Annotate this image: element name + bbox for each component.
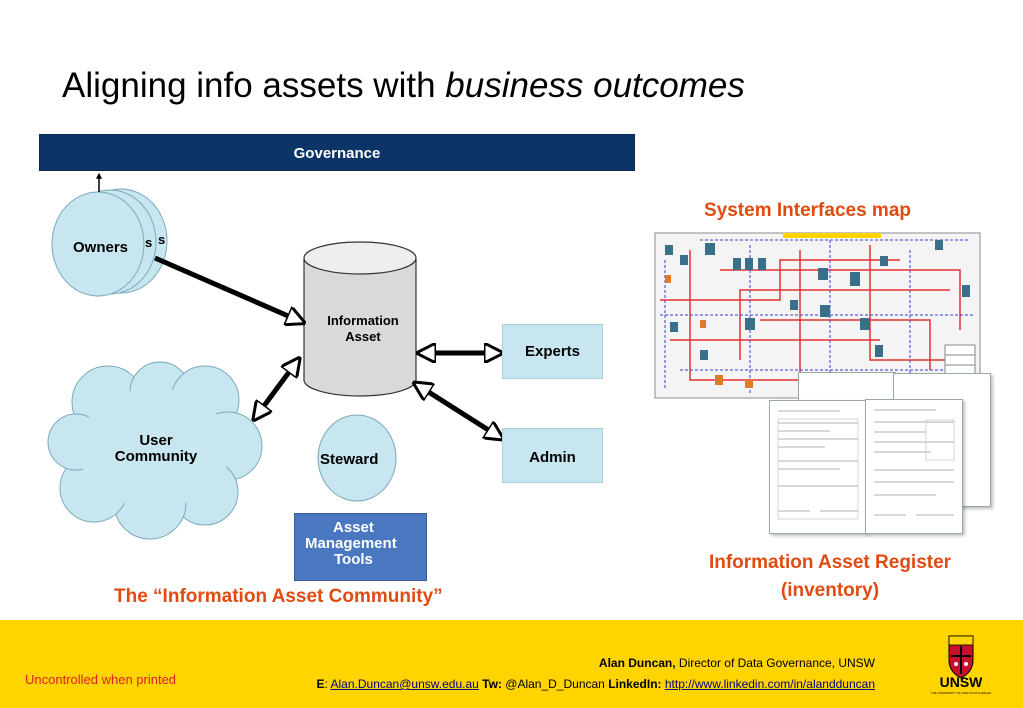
asset-register-caption: Information Asset Register (inventory) bbox=[650, 549, 1010, 605]
owners-node bbox=[51, 188, 168, 297]
register-page-front-right bbox=[865, 399, 963, 534]
email-link[interactable]: Alan.Duncan@unsw.edu.au bbox=[330, 677, 479, 691]
linkedin-link[interactable]: http://www.linkedin.com/in/alandduncan bbox=[664, 677, 875, 691]
footer-author-line: Alan Duncan, Director of Data Governance… bbox=[599, 656, 875, 670]
system-interfaces-map-image bbox=[654, 232, 981, 399]
user-community-line2: Community bbox=[114, 448, 198, 465]
user-community-cloud bbox=[47, 361, 263, 540]
owners-label: Owners bbox=[73, 239, 129, 256]
unsw-logo-text: UNSW bbox=[939, 674, 983, 690]
register-page-lines-2 bbox=[874, 409, 955, 516]
asset-management-tools-box: Asset Management Tools bbox=[294, 513, 427, 581]
admin-label: Admin bbox=[529, 449, 576, 466]
unsw-logo-subtext: THE UNIVERSITY OF NEW SOUTH WALES bbox=[930, 691, 992, 695]
footer-contact-line: E: Alan.Duncan@unsw.edu.au Tw: @Alan_D_D… bbox=[316, 677, 875, 691]
title-text: Aligning info assets with bbox=[62, 66, 446, 105]
steward-label: Steward bbox=[320, 451, 379, 468]
system-interfaces-title: System Interfaces map bbox=[704, 200, 911, 221]
twitter-label: Tw: bbox=[482, 677, 502, 691]
user-community-label: User Community bbox=[100, 433, 212, 465]
community-caption: The “Information Asset Community” bbox=[114, 586, 443, 607]
asset-admin-arrow bbox=[416, 384, 501, 438]
unsw-crest-icon bbox=[948, 635, 974, 679]
email-separator: : bbox=[324, 677, 331, 691]
register-caption-line2: (inventory) bbox=[780, 580, 880, 601]
title-italic-text: business outcomes bbox=[445, 66, 745, 105]
register-caption-line1: Information Asset Register bbox=[708, 552, 952, 573]
owners-asset-arrow bbox=[154, 255, 302, 322]
information-asset-label: Information Asset bbox=[306, 313, 420, 345]
footer-bar bbox=[0, 620, 1023, 708]
register-page-front-left bbox=[769, 400, 867, 534]
owners-back-label-2: s bbox=[158, 232, 166, 247]
experts-box: Experts bbox=[502, 324, 603, 379]
register-page-lines bbox=[777, 410, 859, 520]
tools-line1: Asset bbox=[333, 519, 374, 536]
tools-line3: Tools bbox=[334, 551, 373, 568]
diagram-canvas bbox=[47, 172, 981, 540]
governance-bar: Governance bbox=[39, 134, 635, 171]
owners-back-label: s bbox=[145, 235, 153, 250]
uncontrolled-notice: Uncontrolled when printed bbox=[25, 672, 177, 687]
linkedin-label: LinkedIn: bbox=[608, 677, 662, 691]
admin-box: Admin bbox=[502, 428, 603, 483]
author-name: Alan Duncan, bbox=[598, 656, 676, 670]
author-role: Director of Data Governance, UNSW bbox=[675, 656, 875, 670]
slide-title: Aligning info assets with business outco… bbox=[62, 66, 745, 106]
twitter-handle: @Alan_D_Duncan bbox=[501, 677, 609, 691]
information-asset-line1: Information bbox=[327, 313, 399, 328]
email-label: E bbox=[316, 677, 325, 691]
information-asset-line2: Asset bbox=[345, 329, 381, 344]
steward-node bbox=[317, 414, 397, 502]
experts-label: Experts bbox=[524, 343, 581, 360]
tools-line2: Management bbox=[305, 535, 397, 552]
user-community-line1: User bbox=[139, 432, 173, 449]
asset-community-arrow bbox=[255, 360, 298, 418]
unsw-logo: UNSW THE UNIVERSITY OF NEW SOUTH WALES bbox=[929, 634, 993, 698]
